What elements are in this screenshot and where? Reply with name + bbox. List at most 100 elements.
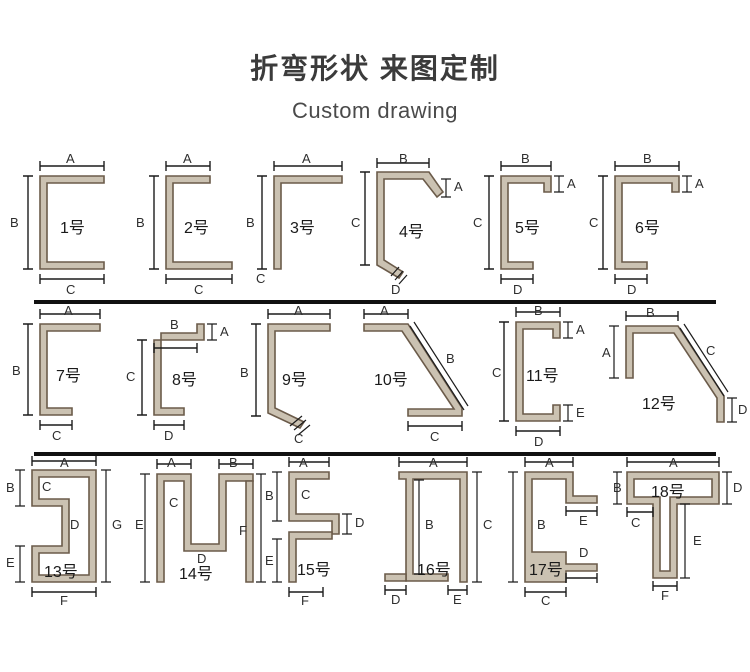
- dim-label-a: A: [220, 324, 229, 339]
- shape-card-10[interactable]: A B C 10号: [350, 304, 492, 452]
- shape-drawing-7: [23, 309, 101, 430]
- dim-label-a: A: [380, 303, 389, 318]
- dim-label-a: A: [66, 151, 75, 166]
- shape-card-5[interactable]: B C A D 5号: [471, 152, 589, 300]
- shape-card-9[interactable]: A B C 9号: [238, 304, 350, 452]
- dim-label-a: A: [299, 455, 308, 470]
- dim-label-b: B: [246, 215, 255, 230]
- dim-label-d: D: [70, 517, 80, 532]
- shape-number-8: 8号: [172, 372, 197, 389]
- dim-label-a: A: [429, 455, 438, 470]
- dim-label-e: E: [453, 592, 462, 607]
- dim-label-g: G: [112, 517, 123, 532]
- dim-label-c: C: [589, 215, 599, 230]
- dim-label-a: A: [60, 455, 69, 470]
- shape-number-12: 12号: [642, 396, 676, 413]
- dim-label-d: D: [391, 282, 401, 297]
- shape-number-15: 15号: [297, 562, 331, 579]
- shape-drawing-14: [140, 459, 266, 583]
- dim-label-b: B: [229, 455, 238, 470]
- dim-label-c: C: [541, 593, 551, 608]
- shape-row-3: A B C D E F G 13号 A B: [0, 455, 750, 608]
- shape-drawing-8: [137, 323, 217, 430]
- dim-label-b: B: [10, 215, 19, 230]
- shape-card-15[interactable]: A B C D E F 15号: [263, 455, 373, 608]
- shape-card-17[interactable]: A B C D E 17号: [501, 455, 613, 608]
- dim-label-b: B: [265, 488, 274, 503]
- page-header: 折弯形状 来图定制 Custom drawing: [0, 0, 750, 126]
- dim-label-f: F: [60, 593, 68, 608]
- dim-label-d: D: [355, 515, 365, 530]
- dim-label-c: C: [430, 429, 440, 444]
- shape-drawing-6: [598, 161, 692, 284]
- shape-card-6[interactable]: B C A D 6号: [589, 152, 719, 300]
- shape-drawing-18: [613, 457, 732, 591]
- shape-card-16[interactable]: A B C D E 16号: [373, 455, 501, 607]
- dim-label-b: B: [521, 151, 530, 166]
- dim-label-c: C: [194, 282, 204, 297]
- dim-label-b: B: [6, 480, 15, 495]
- dim-label-b: B: [613, 480, 622, 495]
- dim-label-a: A: [669, 455, 678, 470]
- dim-label-b: B: [534, 303, 543, 318]
- shape-drawing-4: [360, 158, 451, 285]
- dim-label-a: A: [567, 176, 576, 191]
- shape-number-5: 5号: [515, 220, 540, 237]
- shape-catalog: A B C 1号 A B C 2号: [0, 152, 750, 608]
- dim-label-d: D: [513, 282, 523, 297]
- shape-card-4[interactable]: B C A D 4号: [351, 152, 471, 300]
- shape-drawing-9: [251, 309, 331, 436]
- dim-label-c: C: [66, 282, 76, 297]
- shape-number-6: 6号: [635, 220, 660, 237]
- dim-label-c: C: [294, 431, 304, 446]
- shape-row-2: A B C 7号 B C A D 8号: [0, 304, 750, 452]
- dim-label-a: A: [167, 455, 176, 470]
- dim-label-a: A: [294, 303, 303, 318]
- dim-label-b: B: [399, 151, 408, 166]
- shape-drawing-2: [149, 161, 233, 284]
- shape-card-13[interactable]: A B C D E F G 13号: [0, 455, 135, 608]
- shape-card-2[interactable]: A B C 2号: [128, 152, 246, 300]
- dim-label-b: B: [12, 363, 21, 378]
- dim-label-b: B: [425, 517, 434, 532]
- dim-label-c: C: [256, 271, 266, 286]
- dim-label-e: E: [6, 555, 15, 570]
- dim-label-d: D: [391, 592, 401, 607]
- dim-label-f: F: [301, 593, 309, 608]
- shape-drawing-10: [363, 309, 469, 431]
- dim-label-c: C: [492, 365, 502, 380]
- shape-card-8[interactable]: B C A D 8号: [118, 304, 238, 452]
- dim-label-a: A: [64, 303, 73, 318]
- dim-label-d: D: [738, 402, 748, 417]
- dim-label-c: C: [483, 517, 493, 532]
- dim-label-a: A: [576, 322, 585, 337]
- shape-card-1[interactable]: A B C 1号: [0, 152, 128, 300]
- dim-label-e: E: [693, 533, 702, 548]
- dim-label-d: D: [164, 428, 174, 443]
- shape-number-13: 13号: [44, 564, 78, 581]
- shape-drawing-16: [384, 457, 482, 595]
- shape-drawing-12: [609, 311, 737, 423]
- dim-label-d: D: [733, 480, 743, 495]
- dim-label-d: D: [197, 551, 207, 566]
- dim-label-c: C: [42, 479, 52, 494]
- shape-card-14[interactable]: A B C D E F 14号: [135, 455, 266, 604]
- shape-card-12[interactable]: B A C D 12号: [602, 304, 750, 452]
- shape-card-18[interactable]: A B C D E F 18号: [613, 456, 743, 604]
- shape-card-11[interactable]: B C A E D 11号: [492, 304, 602, 452]
- dim-label-c: C: [351, 215, 361, 230]
- shape-card-3[interactable]: A B C 3号: [246, 152, 351, 300]
- dim-label-f: F: [239, 523, 247, 538]
- dim-label-c: C: [631, 515, 641, 530]
- dim-label-a: A: [183, 151, 192, 166]
- page-title-cn: 折弯形状 来图定制: [250, 53, 500, 84]
- shape-card-7[interactable]: A B C 7号: [0, 304, 118, 452]
- dim-label-b: B: [537, 517, 546, 532]
- shape-number-7: 7号: [56, 368, 81, 385]
- dim-label-a: A: [545, 455, 554, 470]
- dim-label-e: E: [579, 513, 588, 528]
- shape-row-1: A B C 1号 A B C 2号: [0, 152, 750, 300]
- dim-label-b: B: [646, 305, 655, 320]
- shape-number-16: 16号: [417, 562, 451, 579]
